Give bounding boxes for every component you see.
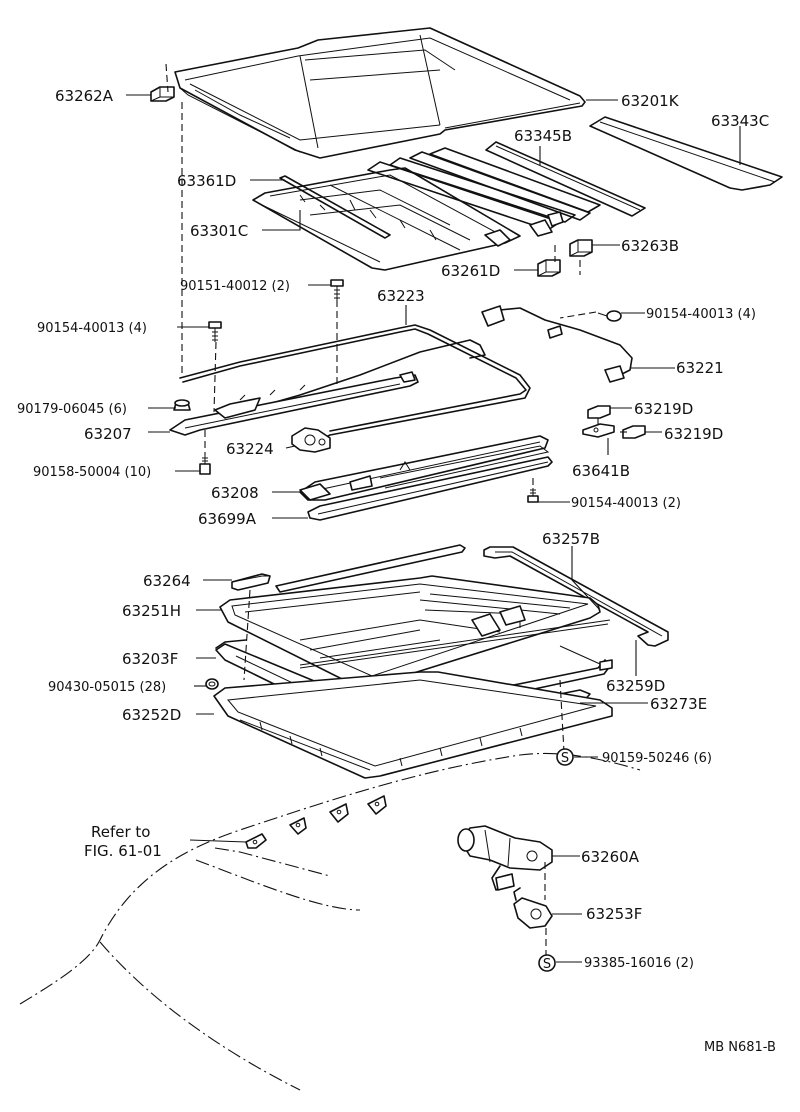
label-63345b: 63345B xyxy=(514,127,572,145)
label-63253f: 63253F xyxy=(586,905,642,923)
sunshade-assembly xyxy=(252,147,601,271)
nut-90179-06045 xyxy=(173,399,191,411)
label-63257b: 63257B xyxy=(542,530,600,548)
label-63273e: 63273E xyxy=(650,695,707,713)
bracket-63641b xyxy=(582,423,615,438)
drive-cable-63223 xyxy=(179,324,531,441)
label-63207: 63207 xyxy=(84,425,132,443)
drive-gear-63224 xyxy=(291,427,331,453)
label-refer-to: Refer to xyxy=(91,823,150,841)
pad-63219d-upper xyxy=(587,405,611,419)
bolt-90151-40012 xyxy=(330,279,344,300)
label-63251h: 63251H xyxy=(122,602,181,620)
grommet-90430-05015 xyxy=(205,678,219,690)
label-63201k: 63201K xyxy=(621,92,680,110)
label-63641b: 63641B xyxy=(572,462,630,480)
label-90430-05015: 90430-05015 (28) xyxy=(48,680,166,695)
label-63263b: 63263B xyxy=(621,237,679,255)
label-90158-50004: 90158-50004 (10) xyxy=(33,465,151,480)
label-63203f: 63203F xyxy=(122,650,178,668)
block-63261d xyxy=(537,259,561,277)
label-63260a: 63260A xyxy=(581,848,640,866)
label-63361d: 63361D xyxy=(177,172,236,190)
drain-tray-63252d xyxy=(213,671,613,779)
label-63223: 63223 xyxy=(377,287,425,305)
label-63343c: 63343C xyxy=(711,112,769,130)
wire-harness-63221 xyxy=(481,305,633,383)
label-90151-40012: 90151-40012 (2) xyxy=(180,279,290,294)
bolt-90154-40013-left xyxy=(208,321,222,342)
label-90154-40013-left: 90154-40013 (4) xyxy=(37,321,147,336)
label-63699a: 63699A xyxy=(198,510,257,528)
sunroof-frame-63251h xyxy=(219,575,611,689)
label-90154-40013-right: 90154-40013 (4) xyxy=(646,307,756,322)
seal-strip-63699a xyxy=(307,456,553,521)
s-marker-label: S xyxy=(543,957,551,972)
label-63262a: 63262A xyxy=(55,87,114,105)
pad-63264 xyxy=(231,573,271,591)
bracket-63253f xyxy=(513,887,553,929)
label-63221: 63221 xyxy=(676,359,724,377)
motor-63260a xyxy=(457,825,553,891)
label-63259d: 63259D xyxy=(606,677,665,695)
label-63261d: 63261D xyxy=(441,262,500,280)
label-63219d-lower: 63219D xyxy=(664,425,723,443)
label-63224: 63224 xyxy=(226,440,274,458)
label-90154-40013-2: 90154-40013 (2) xyxy=(571,496,681,511)
screw-90154-40013-2 xyxy=(527,488,539,503)
panel-63343c xyxy=(589,116,783,191)
s-marker-label: S xyxy=(561,751,569,766)
footer-code: MB N681-B xyxy=(704,1040,776,1055)
label-93385-16016: 93385-16016 (2) xyxy=(584,956,694,971)
label-63252d: 63252D xyxy=(122,706,181,724)
block-63263b xyxy=(569,239,593,257)
pad-63219d-lower xyxy=(622,425,646,439)
front-strip xyxy=(275,544,466,593)
label-63208: 63208 xyxy=(211,484,259,502)
weatherstrip-63257b xyxy=(483,546,669,647)
label-refer-fig: FIG. 61-01 xyxy=(84,842,162,860)
bolt-90158-50004 xyxy=(199,455,211,475)
label-90159-50246: 90159-50246 (6) xyxy=(602,751,712,766)
label-63264: 63264 xyxy=(143,572,191,590)
roof-brackets xyxy=(245,795,387,849)
s-marker-93385: S xyxy=(538,954,556,972)
guide-rail-63207 xyxy=(169,371,419,436)
label-63219d-upper: 63219D xyxy=(634,400,693,418)
roof-body-outline xyxy=(19,752,641,1091)
clip-63262a xyxy=(150,86,175,102)
part-labels: 63262A 63201K 63345B 63343C 63361D 63301… xyxy=(17,87,776,1055)
s-marker-90159: S xyxy=(556,748,574,766)
weatherstrip-63345b xyxy=(485,141,646,217)
sunroof-glass-panel xyxy=(174,27,586,159)
guide-rail-63208 xyxy=(299,435,550,501)
label-90179-06045: 90179-06045 (6) xyxy=(17,402,127,417)
label-63301c: 63301C xyxy=(190,222,248,240)
leader-lines xyxy=(126,94,741,963)
screw-90154-40013-right xyxy=(597,310,622,322)
